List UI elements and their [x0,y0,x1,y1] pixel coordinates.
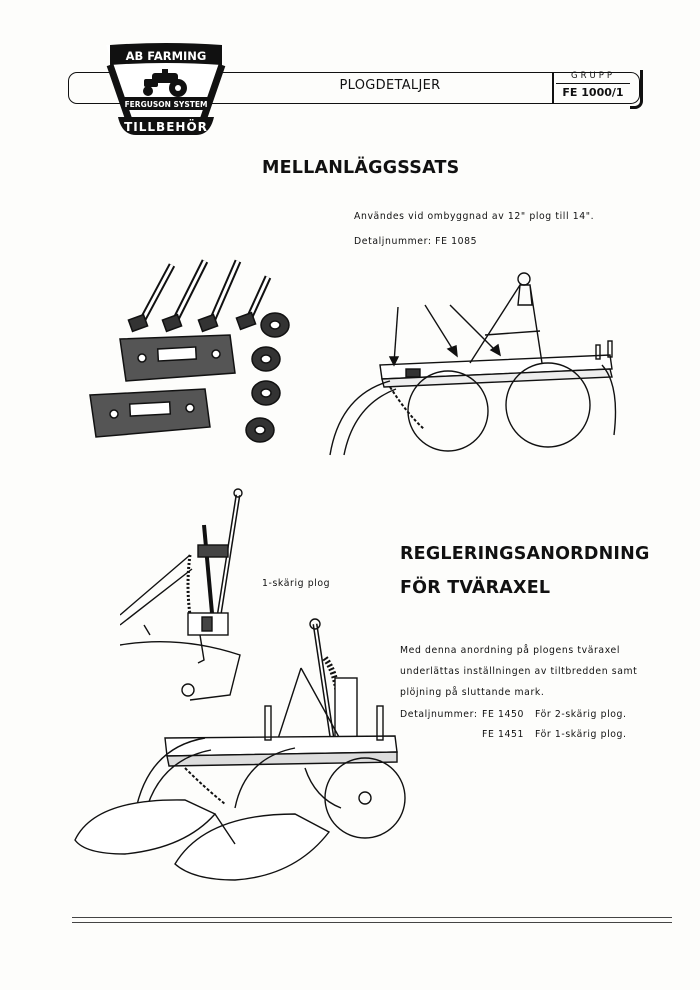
bolt-illustration [161,259,209,333]
two-share-plough-illustration [74,618,406,881]
footer-rule [72,922,672,923]
washer-illustration [251,380,281,406]
group-underline [556,83,630,84]
figure-label: 1-skärig plog [262,578,331,589]
tractor-icon [143,69,187,97]
plough-frame-illustration [329,272,617,456]
spacer-plate-illustration [119,334,236,382]
detail-number-text: Detaljnummer: FE 1085 [354,236,478,247]
section-title-regleringsanordning: REGLERINGSANORDNING [400,544,650,564]
detail-number-a: FE 1450 [482,709,525,720]
logo-top-text: AB FARMING [126,49,207,63]
bolt-illustration [197,259,242,333]
washer-illustration [251,346,281,372]
washer-illustration [260,312,290,338]
detail-description-b: För 1-skärig plog. [535,729,627,740]
detail-number-b: FE 1451 [482,729,525,740]
ab-farming-logo: AB FARMING FERGUSON SYSTEM TILLBEHÖR [106,43,226,135]
logo-bottom-text: TILLBEHÖR [124,119,208,134]
page-title: PLOGDETALJER [339,78,441,93]
header-corner [630,70,643,109]
header-frame [68,72,640,104]
group-code: FE 1000/1 [562,86,624,99]
description-line: plöjning på sluttande mark. [400,687,545,698]
header-divider [552,72,554,104]
group-label: GRUPP [571,71,615,81]
description-line: Med denna anordning på plogens tväraxel [400,645,621,656]
section-title-tvaraxel: FÖR TVÄRAXEL [400,578,551,598]
single-share-adjuster-illustration [120,488,243,701]
bolt-illustration [127,263,176,333]
logo-band-text: FERGUSON SYSTEM [125,100,208,109]
footer-rule [72,917,672,918]
bolt-illustration [235,275,272,331]
detail-number-label: Detaljnummer: [400,709,478,720]
washer-illustration [245,417,275,443]
section-title-mellanlaggssats: MELLANLÄGGSSATS [262,158,460,178]
description-line: underlättas inställningen av tiltbredden… [400,666,638,677]
spacer-plate-illustration [89,388,211,438]
usage-text: Användes vid ombyggnad av 12" plog till … [354,211,595,222]
spacer-kit-illustration [89,259,290,443]
detail-description-a: För 2-skärig plog. [535,709,627,720]
